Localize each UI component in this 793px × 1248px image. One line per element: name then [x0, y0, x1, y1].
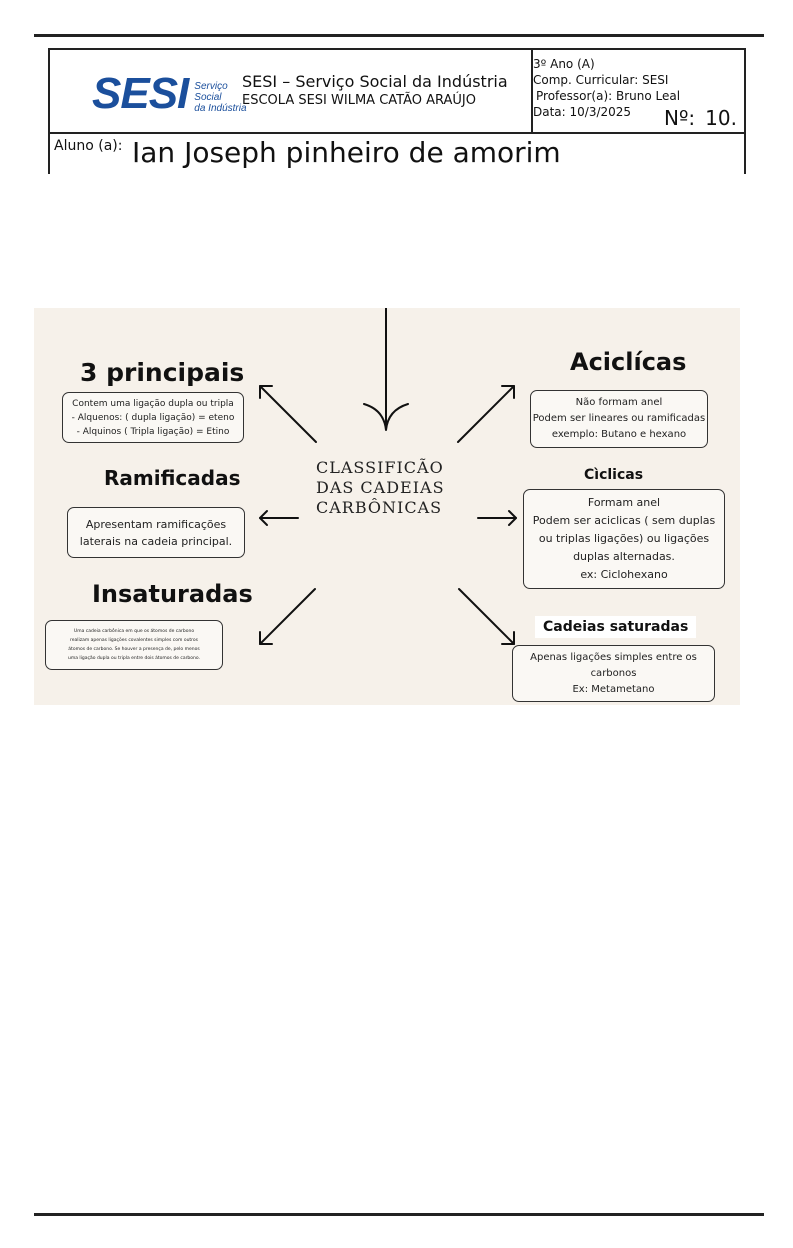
- principais-heading: 3 principais: [80, 358, 245, 387]
- ciclicas-heading: Cìclicas: [584, 467, 644, 483]
- student-number: Nº: 10.: [664, 106, 737, 130]
- arrow-lower-right-icon: [458, 588, 515, 645]
- school-name: ESCOLA SESI WILMA CATÃO ARAÚJO: [242, 93, 476, 108]
- sesi-logo-mark: SESI: [92, 69, 189, 118]
- grade: 3º Ano (A): [533, 57, 595, 71]
- arrow-upper-right-icon: [457, 385, 515, 443]
- ramificadas-box: Apresentam ramificações laterais na cade…: [67, 507, 245, 558]
- concept-map-arrows: [259, 308, 517, 645]
- arrow-right-icon: [477, 510, 517, 526]
- concept-map: CLASSIFICÃO DAS CADEIAS CARBÔNICAS 3 pri…: [34, 308, 740, 705]
- bottom-rule: [34, 1213, 764, 1216]
- student-name: Ian Joseph pinheiro de amorim: [132, 136, 561, 169]
- number-label: Nº:: [664, 106, 696, 130]
- arrow-lower-left-icon: [259, 588, 316, 645]
- student-label: Aluno (a):: [54, 138, 123, 154]
- class-info: 3º Ano (A) Comp. Curricular: SESI Profes…: [533, 56, 680, 120]
- arrow-upper-left-icon: [259, 385, 317, 443]
- sesi-logo: SESI Serviço Social da Indústria: [92, 72, 247, 116]
- student-row: Aluno (a): Ian Joseph pinheiro de amorim: [48, 134, 746, 174]
- sesi-logo-subtitle: Serviço Social da Indústria: [194, 81, 247, 114]
- curricular-component: Comp. Curricular: SESI: [533, 73, 669, 87]
- principais-box: Contem uma ligação dupla ou tripla - Alq…: [62, 392, 244, 443]
- center-title: CLASSIFICÃO DAS CADEIAS CARBÔNICAS: [316, 458, 445, 517]
- number-value: 10.: [705, 106, 737, 130]
- aciclicas-heading: Aciclícas: [570, 348, 687, 376]
- date: Data: 10/3/2025: [533, 105, 632, 119]
- saturadas-heading: Cadeias saturadas: [535, 616, 697, 638]
- ciclicas-box: Formam anel Podem ser aciclicas ( sem du…: [523, 489, 725, 589]
- ramificadas-heading: Ramificadas: [104, 466, 241, 490]
- header-divider: [531, 50, 533, 134]
- insaturadas-box: Uma cadeia carbônica em que os átomos de…: [45, 620, 223, 670]
- top-rule: [34, 34, 764, 37]
- header-table: SESI Serviço Social da Indústria SESI – …: [48, 48, 746, 134]
- saturadas-box: Apenas ligações simples entre os carbono…: [512, 645, 715, 702]
- arrow-down-icon: [363, 308, 409, 431]
- arrow-left-icon: [259, 510, 299, 526]
- institution-name: SESI – Serviço Social da Indústria: [242, 72, 508, 91]
- teacher: Professor(a): Bruno Leal: [536, 89, 681, 103]
- institution-info: SESI – Serviço Social da Indústria ESCOL…: [242, 72, 508, 109]
- aciclicas-box: Não formam anel Podem ser lineares ou ra…: [530, 390, 708, 448]
- insaturadas-heading: Insaturadas: [92, 580, 253, 608]
